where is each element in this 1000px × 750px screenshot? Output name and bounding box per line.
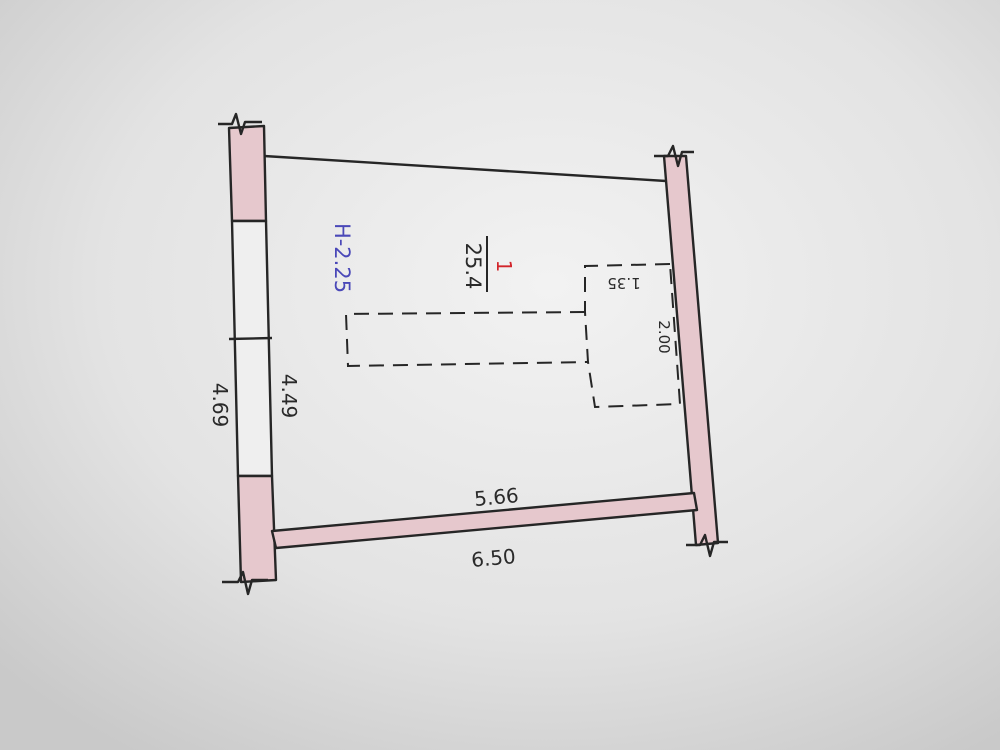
left-wall-middle-segment [230,219,274,478]
break-mark-top-right [654,144,694,168]
height-label: H-2.25 [330,223,354,293]
top-wall-line [263,154,667,183]
break-mark-bottom-right [686,533,728,558]
dashed-corridor-outline [344,311,589,368]
dashed-niche-outline [584,263,682,409]
bottom-wall [270,491,699,550]
left-wall-top-segment [227,124,268,223]
dim-inner-left: 4.49 [277,374,301,419]
dim-outer-bottom: 6.50 [470,544,516,572]
left-wall-bottom-segment [236,474,278,584]
dim-outer-left: 4.69 [208,383,232,428]
dim-niche-length: 2.00 [655,320,673,353]
break-mark-bottom-left [222,570,268,596]
room-number: 1 [492,260,516,273]
break-mark-top-left [218,112,262,136]
left-wall-tick [228,336,273,341]
room-area: 25.4 [461,243,485,290]
dim-niche-width: 1.35 [607,274,640,292]
dim-inner-bottom: 5.66 [473,483,519,511]
